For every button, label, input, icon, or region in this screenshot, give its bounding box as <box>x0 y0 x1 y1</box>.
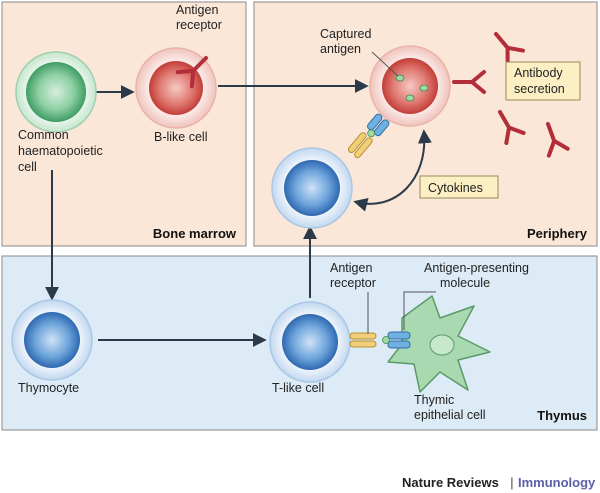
antibody-secretion-callout: Antibody secretion <box>505 61 581 101</box>
captured-antigen-label-1: Captured <box>320 27 371 41</box>
antigen-presenting-molecule-periphery <box>367 113 390 138</box>
antigen-receptor-top-label-2: receptor <box>176 18 222 32</box>
captured-antigen-particle <box>395 74 405 82</box>
periphery-t-cell <box>271 147 353 229</box>
b-like-cell-label: B-like cell <box>154 130 208 144</box>
t-cell-receptor-thymus <box>349 332 377 348</box>
journal-footer: Nature Reviews | Immunology <box>402 475 596 490</box>
arrow-cytokines-bidirectional <box>353 129 432 212</box>
journal-name: Nature Reviews <box>402 475 499 490</box>
antibody-secretion-label-2: secretion <box>514 82 565 96</box>
thymic-epithelial-label-2: epithelial cell <box>414 408 486 422</box>
captured-antigen-particle <box>405 94 415 102</box>
antigen-receptor-top-label-1: Antigen <box>176 3 218 17</box>
cytokines-callout: Cytokines <box>419 175 499 199</box>
thymic-epithelial-label-1: Thymic <box>414 393 454 407</box>
thymocyte-cell <box>11 299 93 381</box>
footer-separator: | <box>510 475 514 490</box>
periphery-b-cell <box>347 45 486 159</box>
thymocyte-label: Thymocyte <box>18 381 79 395</box>
arrows <box>45 79 432 347</box>
common-cell-label-3: cell <box>18 160 37 174</box>
t-like-cell <box>269 301 377 383</box>
common-cell-label-2: haematopoietic <box>18 144 103 158</box>
antibody-secretion-label-1: Antibody <box>514 66 563 80</box>
t-like-cell-label: T-like cell <box>272 381 324 395</box>
periphery-label: Periphery <box>527 226 588 241</box>
thymus-label: Thymus <box>537 408 587 423</box>
captured-antigen-label-2: antigen <box>320 42 361 56</box>
captured-antigen-particle <box>419 84 429 92</box>
antigen-presenting-molecule-thymus <box>382 331 411 349</box>
antigen-presenting-molecule-label-2: molecule <box>440 276 490 290</box>
antigen-receptor-bottom-label-2: receptor <box>330 276 376 290</box>
b-like-cell <box>135 47 217 129</box>
common-cell-label-1: Common <box>18 128 69 142</box>
bone-marrow-label: Bone marrow <box>153 226 237 241</box>
cytokines-label: Cytokines <box>428 181 483 195</box>
common-haematopoietic-cell <box>15 51 97 133</box>
t-cell-receptor-periphery <box>347 132 373 159</box>
thymic-epithelial-cell <box>382 295 491 393</box>
journal-section: Immunology <box>518 475 596 490</box>
antigen-presenting-molecule-pointer <box>403 291 436 330</box>
antigen-presenting-molecule-label-1: Antigen-presenting <box>424 261 529 275</box>
captured-antigen-pointer <box>371 51 399 77</box>
antigen-receptor-bottom-label-1: Antigen <box>330 261 372 275</box>
